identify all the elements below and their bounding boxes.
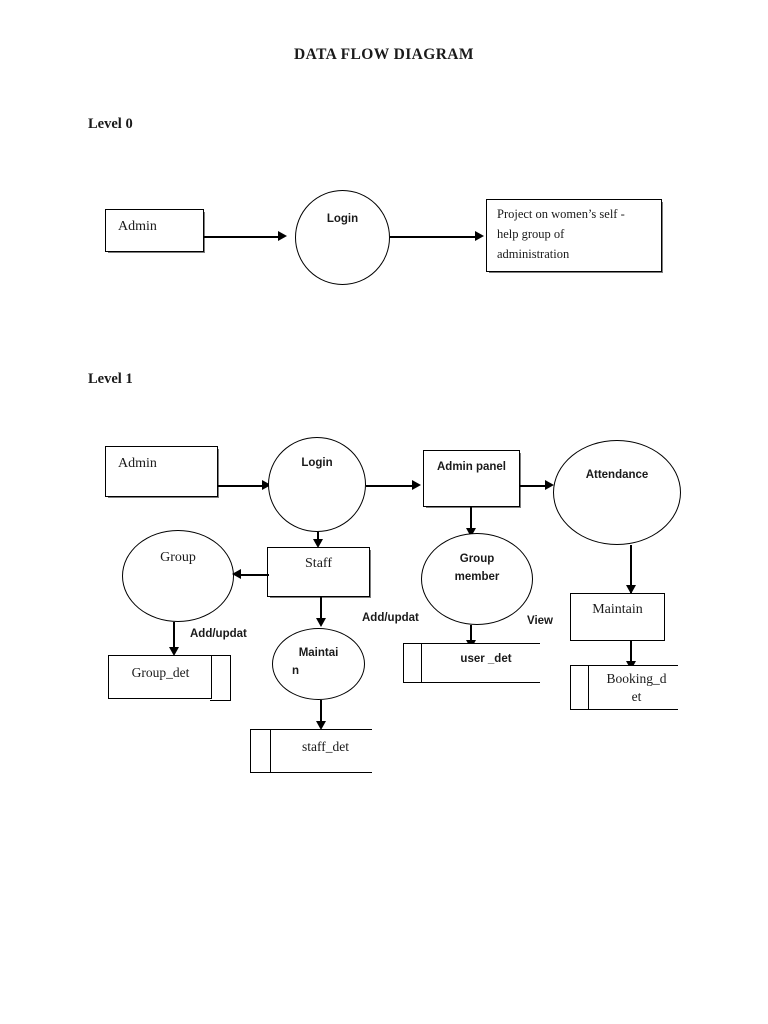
staff-det-store: staff_det [250, 729, 372, 773]
group-det-store-label: Group_det [131, 665, 190, 680]
connector-login-to-output-l0 [390, 236, 477, 238]
staff-label: Staff [305, 556, 332, 571]
booking-det-store-label-line-2: et [631, 689, 642, 704]
staff-det-store-divider [270, 730, 272, 772]
level0-output-line-1: Project on women’s self - [497, 207, 625, 221]
booking-det-store: Booking_d et [570, 665, 678, 710]
booking-det-store-divider [588, 666, 590, 709]
level0-output-box: Project on women’s self - help group of … [486, 199, 662, 272]
arrowhead-staff-to-group [232, 569, 241, 579]
connector-group-to-group-det [173, 622, 175, 654]
maintain-box: Maintain [570, 593, 665, 641]
arrowhead-admin-to-login-l1 [262, 480, 271, 490]
level1-login-circle: Login [268, 437, 366, 532]
flow-label-add-update-group: Add/updat [190, 628, 247, 640]
user-det-store-divider [421, 644, 423, 682]
admin-panel-box: Admin panel [423, 450, 520, 507]
level1-login-label: Login [301, 457, 333, 469]
flow-label-view: View [527, 615, 553, 627]
level0-login-label: Login [326, 213, 359, 225]
attendance-circle: Attendance [553, 440, 681, 545]
group-label: Group [160, 550, 196, 565]
admin-panel-label: Admin panel [436, 461, 506, 473]
connector-staff-to-maintain [320, 597, 322, 623]
connector-login-to-admin-panel [366, 485, 416, 487]
group-member-label-line-1: Group [459, 553, 495, 565]
group-member-label-line-2: member [454, 571, 500, 583]
arrowhead-login-to-output-l0 [475, 231, 484, 241]
level0-admin-label: Admin [118, 219, 157, 234]
connector-admin-panel-to-attendance [520, 485, 548, 487]
connector-admin-to-login-l0 [204, 236, 280, 238]
arrowhead-group-to-group-det [169, 647, 179, 656]
maintain-box-label: Maintain [592, 602, 643, 617]
connector-group-member-to-user-det [470, 625, 472, 647]
group-det-store: Group_det [108, 655, 212, 699]
arrowhead-admin-panel-to-group-member [466, 528, 476, 537]
level-0-heading: Level 0 [88, 116, 133, 132]
maintain-circle-label-line-2: n [292, 665, 300, 677]
level0-output-line-2: help group of [497, 227, 565, 241]
flow-label-add-update-member: Add/updat [362, 612, 419, 624]
connector-admin-panel-to-group-member [470, 507, 472, 532]
level1-admin-box: Admin [105, 446, 218, 497]
maintain-circle-label-line-1: Maintai [298, 647, 339, 659]
connector-maintain-to-staff-det [320, 700, 322, 728]
group-det-store-tail [210, 655, 231, 701]
connector-maintain-to-booking-det [630, 641, 632, 668]
arrowhead-maintain-to-staff-det [316, 721, 326, 730]
connector-admin-to-login-l1 [218, 485, 266, 487]
connector-staff-to-group [241, 574, 269, 576]
level0-output-line-3: administration [497, 247, 570, 261]
level0-login-circle: Login [295, 190, 390, 285]
level0-admin-box: Admin [105, 209, 204, 252]
arrowhead-admin-to-login-l0 [278, 231, 287, 241]
group-det-store-divider [210, 656, 212, 698]
user-det-store: user _det [403, 643, 540, 683]
group-circle: Group [122, 530, 234, 622]
staff-det-store-label: staff_det [302, 739, 349, 754]
connector-login-to-staff [317, 532, 319, 542]
level-1-heading: Level 1 [88, 371, 133, 387]
staff-box: Staff [267, 547, 370, 597]
arrowhead-attendance-to-maintain [626, 585, 636, 594]
level1-admin-label: Admin [118, 456, 157, 471]
booking-det-store-label-line-1: Booking_d [606, 671, 667, 686]
arrowhead-admin-panel-to-attendance [545, 480, 554, 490]
group-member-circle: Group member [421, 533, 533, 625]
page-title: DATA FLOW DIAGRAM [294, 46, 474, 63]
maintain-circle: Maintai n [272, 628, 365, 700]
connector-attendance-to-maintain [630, 545, 632, 593]
user-det-store-label: user _det [460, 653, 512, 665]
arrowhead-login-to-staff [313, 539, 323, 548]
attendance-label: Attendance [585, 469, 649, 481]
arrowhead-login-to-admin-panel [412, 480, 421, 490]
arrowhead-staff-to-maintain [316, 618, 326, 627]
